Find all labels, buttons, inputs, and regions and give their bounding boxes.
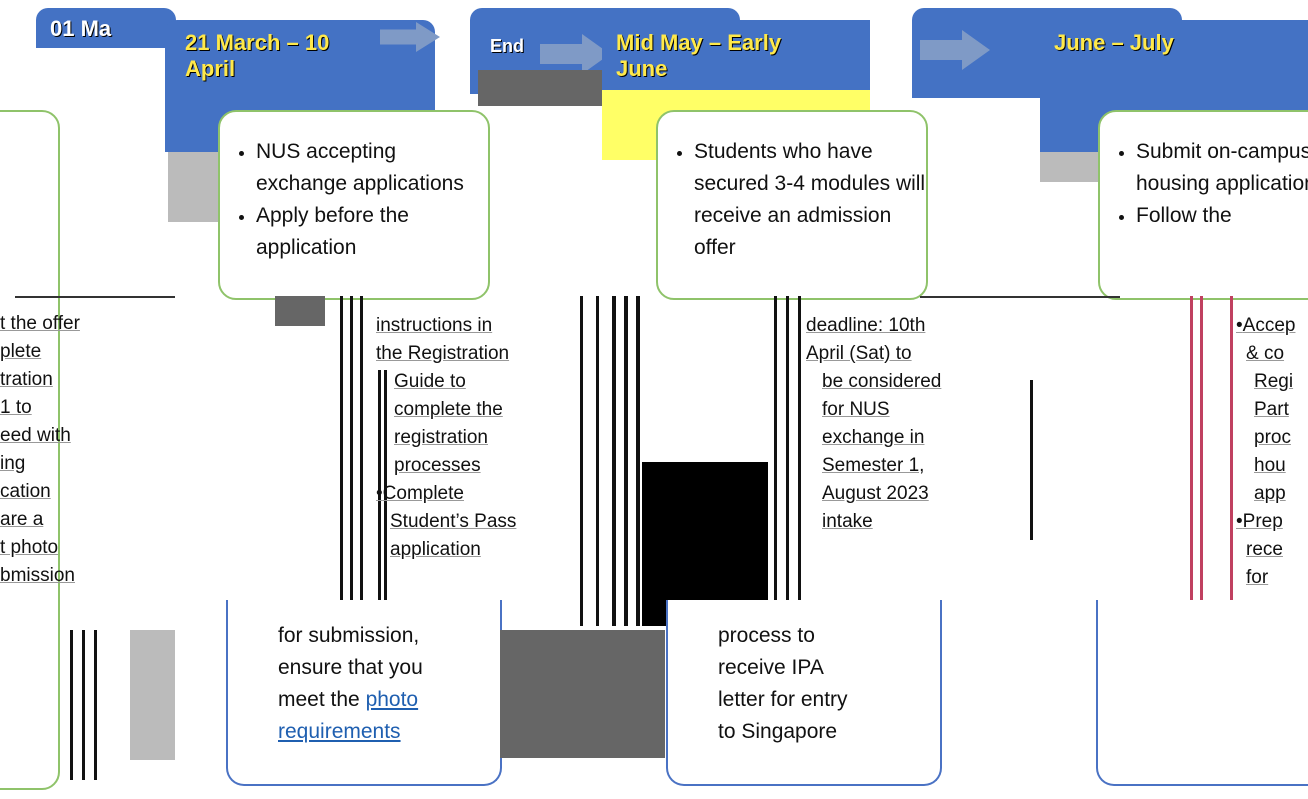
card-2: NUS accepting exchange applications Appl… (218, 110, 490, 300)
photo-requirements-link[interactable]: photo requirements (278, 688, 419, 743)
left-fragments: t the offer plete tration 1 to eed with … (0, 313, 80, 586)
background-block (168, 152, 218, 222)
card-3: Students who have secured 3-4 modules wi… (656, 110, 928, 300)
card-2-bottom-line-1: for submission, (278, 624, 420, 647)
header-shadow (275, 296, 325, 326)
card-2-bottom-line-3: meet the (278, 688, 366, 711)
divider (920, 296, 1120, 298)
stripe (580, 296, 583, 626)
stripe (340, 296, 343, 626)
stripe (1230, 296, 1233, 626)
card-4-item-2: Follow the (1136, 200, 1308, 232)
stripe (70, 630, 73, 780)
card-2-bottom-line-2: ensure that you (278, 656, 423, 679)
phase-header-1-title: 01 Ma (50, 16, 112, 41)
black-block (642, 462, 768, 626)
card-3-bottom-line-4: to Singapore (718, 720, 838, 743)
header-shadow (478, 70, 608, 106)
background-block (130, 630, 175, 760)
card-3-bottom-line-2: receive IPA (718, 656, 824, 679)
card-3-bottom: process to receive IPA letter for entry … (666, 600, 942, 786)
stripe (378, 370, 381, 626)
stripe (1190, 296, 1193, 626)
header-shadow (500, 630, 665, 758)
card-3-item-1: Students who have secured 3-4 modules wi… (694, 136, 926, 264)
stripe (82, 630, 85, 780)
background-block (1040, 152, 1100, 182)
stripe (624, 296, 628, 626)
stripe (786, 296, 789, 626)
divider (15, 296, 175, 298)
stripe (94, 630, 97, 780)
card-2-bottom: for submission, ensure that you meet the… (226, 600, 502, 786)
stripe (798, 296, 801, 626)
deadline-text: deadline: 10th April (Sat) to be conside… (806, 315, 942, 532)
stripe (596, 296, 599, 626)
stripe (636, 296, 640, 626)
registration-text: instructions in the Registration Guide t… (376, 315, 517, 560)
stripe (350, 296, 353, 626)
stripe (1200, 296, 1203, 626)
stripe (774, 296, 777, 626)
card-2-item-1: NUS accepting exchange applications (256, 136, 488, 200)
card-2-item-2: Apply before the application (256, 200, 488, 264)
card-3-bottom-line-3: letter for entry (718, 688, 848, 711)
stripe (360, 296, 363, 626)
stripe (612, 296, 616, 626)
card-4-bottom (1096, 600, 1308, 786)
card-4: Submit on-campus housing application Fol… (1098, 110, 1308, 300)
phase-header-1: 01 Ma (36, 8, 176, 48)
stripe (1030, 380, 1033, 540)
card-3-bottom-line-1: process to (718, 624, 815, 647)
card-1 (0, 110, 60, 790)
phase-header-4-title: June – July (1054, 30, 1174, 55)
phase-header-3-prefix: End (490, 36, 524, 56)
stripe (384, 370, 387, 626)
card-4-item-1: Submit on-campus housing application (1136, 136, 1308, 200)
right-fragments: •Accep & co Regi Part proc hou app •Prep… (1236, 315, 1296, 588)
